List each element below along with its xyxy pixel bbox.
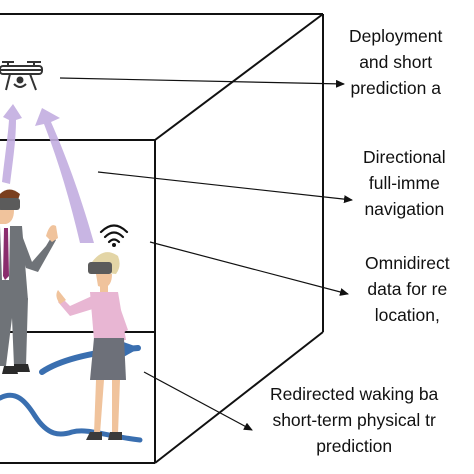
man-hand bbox=[46, 225, 58, 242]
label-directional-line-2: full-imme bbox=[368, 173, 440, 193]
woman-hand-left bbox=[56, 290, 66, 304]
label-directional: Directional full-imme navigation bbox=[363, 144, 446, 222]
man-shoes bbox=[2, 364, 30, 374]
label-directional-line-1: Directional bbox=[363, 147, 446, 167]
arrow-to-deployment bbox=[59, 77, 345, 88]
label-redirected-line-2: short-term physical tr bbox=[272, 410, 436, 430]
man-legs bbox=[0, 298, 28, 366]
woman-skirt bbox=[90, 338, 126, 380]
woman-arm-right bbox=[110, 296, 128, 334]
room-diagonal-top bbox=[154, 13, 324, 141]
woman-face bbox=[96, 274, 112, 288]
label-directional-line-3: navigation bbox=[364, 199, 445, 219]
vr-headset-icon bbox=[0, 198, 20, 210]
label-omni-line-3: location, bbox=[374, 305, 440, 325]
label-redirected-walking: Redirected waking ba short-term physical… bbox=[270, 381, 438, 459]
label-omni-line-1: Omnidirect bbox=[365, 253, 450, 273]
arrow-to-omni bbox=[149, 241, 349, 296]
vr-headset-icon bbox=[88, 262, 112, 274]
woman-shoes bbox=[86, 432, 122, 440]
woman-neck bbox=[100, 286, 108, 292]
arrow-to-redirected bbox=[143, 371, 253, 431]
man-face bbox=[0, 210, 14, 224]
woman-arm-left bbox=[58, 296, 96, 316]
signal-beams bbox=[2, 104, 94, 243]
drone-icon bbox=[0, 61, 43, 91]
wifi-icon bbox=[99, 224, 129, 247]
arrow-to-directional bbox=[97, 171, 353, 204]
woman-legs bbox=[94, 380, 120, 434]
room-diagonal-bottom bbox=[154, 331, 324, 464]
label-redirected-line-1: Redirected waking ba bbox=[270, 384, 439, 404]
signal-beam-right bbox=[35, 108, 94, 243]
label-deployment-line-1: Deployment bbox=[349, 26, 443, 46]
label-deployment-line-3: prediction a bbox=[350, 78, 441, 98]
label-deployment-line-2: and short bbox=[359, 52, 433, 72]
room-box bbox=[0, 13, 324, 464]
man-tie bbox=[3, 228, 9, 280]
label-omnidirectional: Omnidirect data for re location, bbox=[365, 250, 450, 328]
pointer-arrows bbox=[59, 77, 353, 431]
man-arm bbox=[16, 230, 56, 272]
person-woman bbox=[56, 252, 128, 440]
label-deployment: Deployment and short prediction a bbox=[349, 23, 442, 101]
label-redirected-line-3: prediction bbox=[316, 436, 393, 456]
label-omni-line-2: data for re bbox=[367, 279, 448, 299]
signal-beam-left bbox=[2, 104, 22, 184]
person-man bbox=[0, 189, 58, 374]
